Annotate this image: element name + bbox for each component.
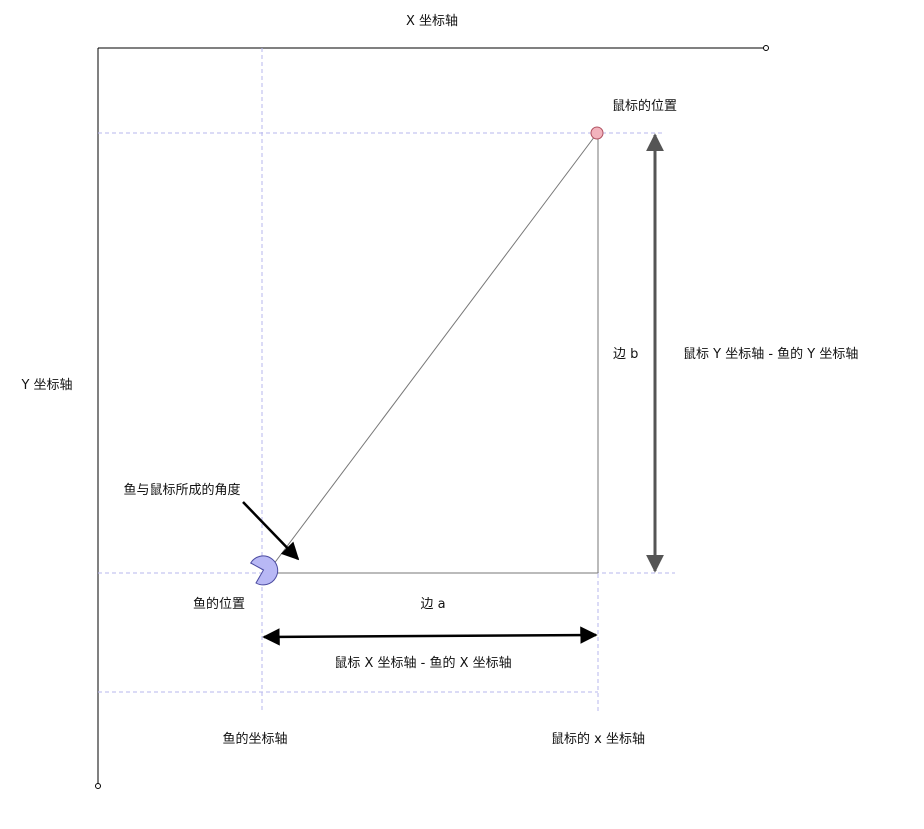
side-a-label: 边 a bbox=[420, 597, 445, 612]
mouse-position-marker bbox=[590, 126, 604, 140]
dy-formula-label: 鼠标 Y 坐标轴 - 鱼的 Y 坐标轴 bbox=[683, 346, 858, 362]
fish-marker-icon bbox=[250, 555, 279, 586]
hypotenuse-line bbox=[269, 135, 596, 570]
side-b-label: 边 b bbox=[613, 347, 638, 362]
angle-pointer-arrow bbox=[242, 501, 300, 561]
angle-label: 鱼与鼠标所成的角度 bbox=[123, 482, 240, 498]
x-axis-end-dot bbox=[763, 45, 769, 51]
fish-position-label: 鱼的位置 bbox=[193, 596, 245, 612]
dx-formula-label: 鼠标 X 坐标轴 - 鱼的 X 坐标轴 bbox=[334, 655, 511, 671]
fish-axis-label: 鱼的坐标轴 bbox=[222, 731, 287, 747]
mouse-x-axis-label: 鼠标的 x 坐标轴 bbox=[551, 731, 645, 747]
mouse-position-label: 鼠标的位置 bbox=[612, 98, 677, 114]
x-axis-label: X 坐标轴 bbox=[406, 14, 458, 29]
y-axis-end-dot bbox=[95, 783, 101, 789]
dx-dimension-arrow bbox=[262, 626, 598, 646]
y-axis-label: Y 坐标轴 bbox=[20, 378, 72, 393]
